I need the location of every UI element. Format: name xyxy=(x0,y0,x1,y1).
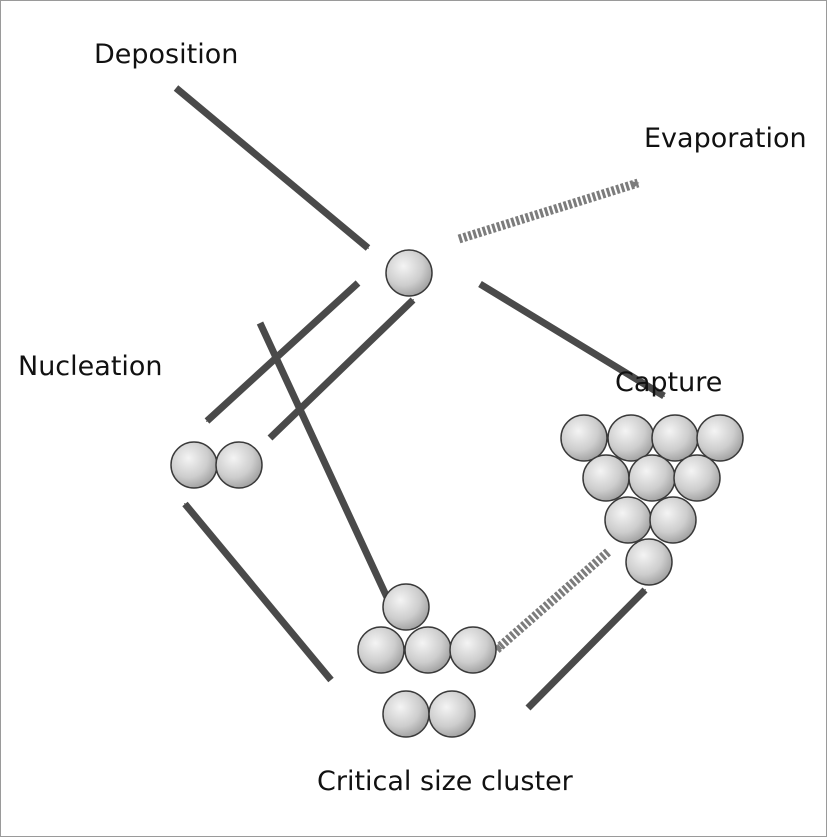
island-atom xyxy=(607,414,655,462)
cluster-atom xyxy=(357,626,405,674)
dimer-atom xyxy=(215,441,263,489)
deposition-arrow xyxy=(173,85,371,251)
cluster-atom xyxy=(449,626,497,674)
island-atom xyxy=(696,414,744,462)
island-atom xyxy=(628,454,676,502)
island-atom xyxy=(649,496,697,544)
cluster-atom xyxy=(428,690,476,738)
dimer-to-adatom-arrow xyxy=(267,297,416,441)
cluster-atom xyxy=(382,690,430,738)
evaporation-label: Evaporation xyxy=(644,123,807,154)
cluster-atom xyxy=(382,583,430,631)
capture-release-dashed-arrow xyxy=(493,548,611,654)
island-atom xyxy=(560,414,608,462)
deposition-label: Deposition xyxy=(94,39,239,70)
cluster-to-dimer-arrow xyxy=(182,501,334,683)
island-atom xyxy=(651,414,699,462)
nucleation-label: Nucleation xyxy=(18,351,163,382)
island-atom xyxy=(604,496,652,544)
capture-arrow xyxy=(478,281,666,399)
critical-size-cluster-label: Critical size cluster xyxy=(317,766,573,797)
evaporation-arrow xyxy=(457,178,640,244)
capture-label: Capture xyxy=(615,367,723,398)
cluster-atom xyxy=(404,626,452,674)
island-atom xyxy=(673,454,721,502)
island-atom xyxy=(625,538,673,586)
dimer-atom xyxy=(170,441,218,489)
island-atom xyxy=(582,454,630,502)
adatom-to-dimer-arrow xyxy=(204,280,361,424)
dimer-to-cluster-arrow xyxy=(256,321,401,621)
adatom xyxy=(385,249,433,297)
cluster-growth-arrow xyxy=(525,587,648,711)
